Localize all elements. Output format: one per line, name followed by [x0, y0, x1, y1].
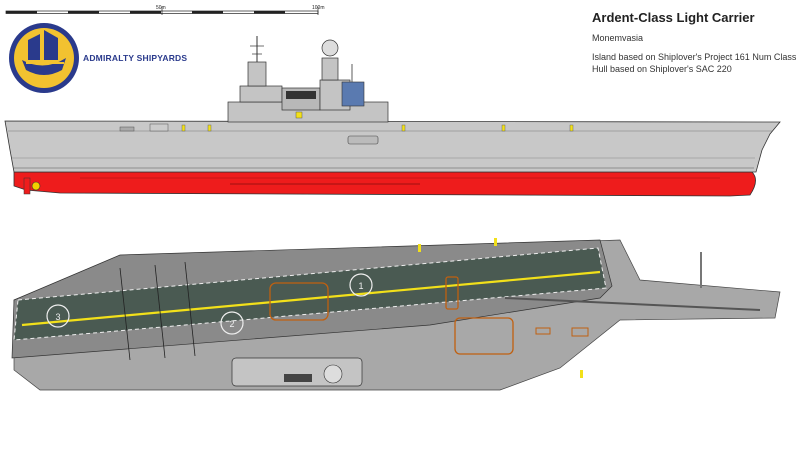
elevator-3: [454, 317, 514, 355]
radar-dome: [321, 39, 339, 57]
ship-name: Monemvasia: [592, 33, 644, 43]
side-boat-bay: [347, 135, 379, 145]
spot-circle-3: [46, 304, 70, 328]
catapult-track: [504, 297, 761, 311]
island-superstructure: [227, 36, 389, 123]
spot-circle-2: [220, 311, 244, 335]
credit-island: Island based on Shiplover's Project 161 …: [592, 52, 797, 62]
rudder: [23, 177, 31, 195]
spot-label-3: 3: [55, 312, 60, 322]
hull-side: [4, 120, 781, 173]
spot-label-1: 1: [358, 281, 363, 291]
page-title: Ardent-Class Light Carrier: [592, 10, 755, 25]
scale-bar: [5, 7, 319, 15]
elevator-2: [445, 276, 459, 310]
centerline: [21, 270, 601, 327]
spot-circle-1: [349, 273, 373, 297]
shipyard-logo: [9, 23, 79, 93]
elevator-1: [269, 282, 329, 321]
side-profile: [4, 36, 781, 197]
scale-label-50m: 50m: [156, 5, 166, 11]
propeller-icon: [31, 181, 41, 191]
plan-view: [11, 238, 781, 391]
flight-deck: [13, 247, 607, 341]
credit-hull: Hull based on Shiplover's SAC 220: [592, 64, 732, 74]
logo-text: ADMIRALTY SHIPYARDS: [83, 53, 188, 63]
spot-label-2: 2: [229, 319, 234, 329]
scale-label-100m: 100m: [312, 5, 325, 11]
